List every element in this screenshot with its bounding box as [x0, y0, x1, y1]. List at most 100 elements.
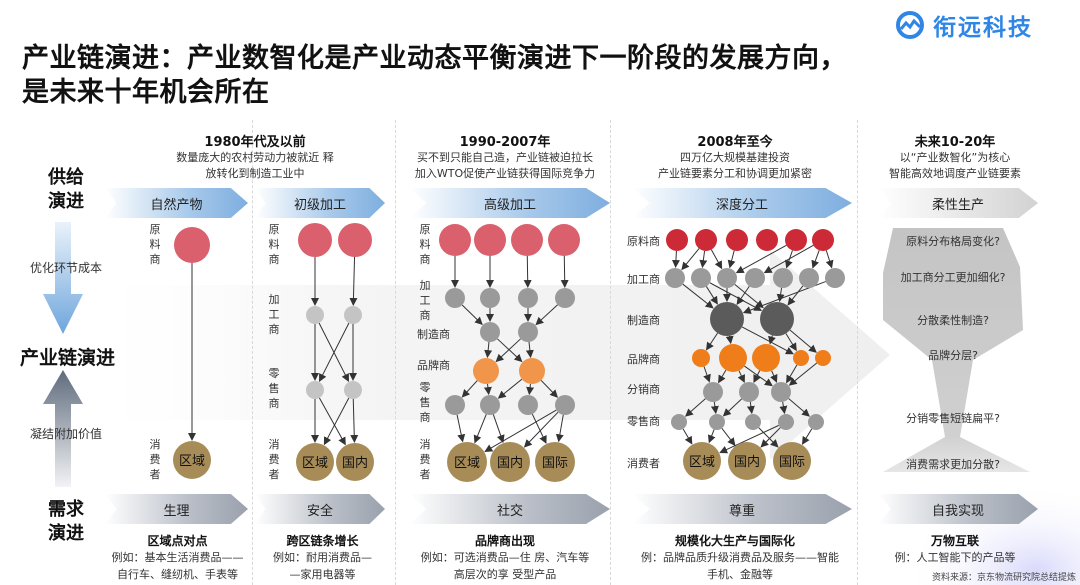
era-desc: 以“产业数智化”为核心智能高效地调度产业链要素	[860, 150, 1050, 182]
demand-example: 例：人工智能下的产品等	[860, 549, 1050, 566]
flow-arrow	[760, 427, 781, 448]
example-line: —家用电器等	[289, 568, 356, 581]
flow-arrow	[787, 285, 804, 306]
chain-node	[306, 381, 324, 399]
stage-label: 自然产物	[150, 197, 203, 213]
chain-node	[445, 288, 465, 308]
era-desc: 数量庞大的农村劳动力被就近 释放转化到制造工业中	[130, 150, 380, 182]
chain-node	[665, 268, 685, 288]
stage-label: 尊重	[728, 503, 755, 519]
chain-node	[799, 268, 819, 288]
flow-arrow	[349, 256, 358, 307]
flow-arrow	[736, 285, 750, 305]
demand-stage: 尊重	[632, 494, 852, 524]
flow-arrow	[763, 244, 814, 274]
chain-node	[745, 414, 761, 430]
example-line: 例如：基本生活消费品——	[111, 551, 244, 564]
demand-stage: 自我实现	[878, 494, 1038, 524]
example-line: 高层次的享 受型产品	[453, 568, 557, 581]
flow-arrow	[789, 329, 817, 353]
role-label-proc: 加工商	[419, 279, 431, 322]
arrow-down-icon	[43, 222, 83, 334]
demand-headline: 品牌商出现	[474, 534, 535, 548]
supply-stage-advanced: 高级加工	[410, 188, 610, 218]
market-label: 国际	[542, 456, 568, 471]
chain-node	[344, 381, 362, 399]
demand-stage: 安全	[255, 494, 385, 524]
market-label: 区域	[302, 456, 328, 471]
flow-arrow	[523, 411, 559, 448]
role-label-proc: 加工商	[627, 273, 660, 286]
divider	[857, 120, 858, 585]
role-label-retail: 零售商	[627, 415, 660, 428]
era-title: 2008年至今	[697, 135, 773, 150]
chain-node	[808, 414, 824, 430]
example-line: 例如：可选消费品—住 房、汽车等	[420, 551, 590, 564]
chain-node	[298, 223, 332, 257]
chain-node	[785, 229, 807, 251]
demand-headline: 跨区链条增长	[286, 534, 359, 548]
stage-label: 生理	[163, 503, 190, 519]
market-label: 国内	[734, 454, 760, 470]
chain-node	[671, 414, 687, 430]
flow-arrow	[699, 250, 708, 269]
flow-arrow	[555, 414, 564, 443]
flow-arrow	[786, 364, 798, 384]
arrow-up-icon	[43, 370, 83, 487]
future-funnel	[883, 228, 1030, 472]
era-title: 1980年代及以前	[204, 135, 306, 150]
market-label: 区域	[689, 455, 715, 470]
question: 消费需求更加分散?	[906, 458, 1000, 471]
example-line: 自行车、缝纫机、手表等	[117, 568, 238, 581]
flow-arrow	[746, 401, 755, 415]
chain-node	[555, 288, 575, 308]
question: 品牌分层?	[928, 349, 978, 362]
chain-node	[555, 395, 575, 415]
chain-node	[739, 382, 759, 402]
chain-node	[174, 227, 210, 263]
flow-arrow	[497, 378, 523, 399]
role-label-brand: 品牌商	[627, 353, 660, 366]
role-label-proc: 加工商	[268, 293, 280, 336]
flow-arrow	[768, 335, 776, 345]
flow-arrow	[703, 366, 711, 383]
era-title: 未来10-20年	[914, 135, 996, 150]
supply-stage-primary: 初级加工	[255, 188, 385, 218]
chain-node	[703, 382, 723, 402]
logo: 衔远科技	[895, 8, 1033, 42]
chain-node	[778, 414, 794, 430]
chain-node	[338, 223, 372, 257]
value-label: 凝结附加价值	[30, 427, 103, 441]
supply-stage-natural: 自然产物	[105, 188, 248, 218]
question: 分散柔性制造?	[917, 314, 989, 327]
flow-arrow	[721, 428, 736, 446]
chain-node	[695, 229, 717, 251]
chain-node	[812, 229, 834, 251]
chain-node	[666, 229, 688, 251]
flow-arrow	[707, 429, 716, 444]
supply-stage-division: 深度分工	[632, 188, 852, 218]
chain-node	[480, 395, 500, 415]
flow-arrow	[770, 370, 778, 383]
flow-arrow	[473, 414, 487, 444]
chain-node	[760, 302, 794, 336]
desc-line: 加入WTO促使产业链获得国际竞争力	[414, 167, 596, 180]
evolution-arrows	[43, 222, 83, 487]
flow-arrow	[785, 333, 797, 352]
flow-arrow	[753, 370, 761, 384]
chain-node	[480, 322, 500, 342]
flow-arrow	[727, 250, 736, 269]
role-label-brand: 品牌商	[417, 359, 450, 372]
demand-example: 例如：基本生活消费品—— 自行车、缝纫机、手表等	[100, 549, 255, 583]
chain-node	[306, 306, 324, 324]
chain-node	[445, 395, 465, 415]
role-label-consumer: 消费者	[419, 438, 431, 481]
desc-line: 放转化到制造工业中	[205, 167, 305, 180]
flow-arrow	[719, 424, 779, 454]
stage-label: 社交	[496, 503, 523, 519]
flow-arrow	[681, 248, 700, 271]
desc-line: 买不到只能自己造，产业链被迫拉长	[417, 151, 593, 164]
market-label: 国际	[779, 455, 805, 470]
chain-node	[518, 395, 538, 415]
demand-evolution-label: 需求演进	[48, 498, 88, 546]
